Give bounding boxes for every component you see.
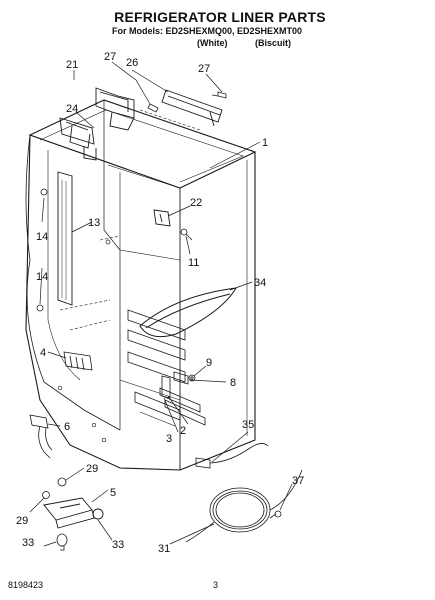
light-housing-5 (43, 497, 104, 529)
callout-27-right: 27 (198, 63, 210, 75)
callout-9: 9 (206, 357, 212, 369)
air-duct-assembly (59, 87, 135, 161)
callout-37: 37 (292, 475, 304, 487)
callout-6: 6 (64, 421, 70, 433)
light-bulb-33-left (56, 533, 68, 551)
callout-26: 26 (126, 57, 138, 69)
callout-22: 22 (190, 197, 202, 209)
callout-35: 35 (242, 419, 254, 431)
lamp-socket-29 (42, 477, 67, 499)
callout-27-left: 27 (104, 51, 116, 63)
screw-27-left (147, 103, 159, 113)
callout-14-upper: 14 (36, 231, 48, 243)
callout-29-left: 29 (16, 515, 28, 527)
callout-4: 4 (40, 347, 46, 359)
grille-4 (63, 351, 93, 371)
callout-14-lower: 14 (36, 271, 48, 283)
callout-33-right: 33 (112, 539, 124, 551)
variant-white-label: (White) (197, 38, 228, 48)
callout-33-left: 33 (22, 537, 34, 549)
models-line: For Models: ED2SHEXMQ00, ED2SHEXMT00 (112, 26, 303, 36)
callout-29-right: 29 (86, 463, 98, 475)
callout-labels: 1 2 3 4 5 6 8 9 11 13 14 14 21 22 24 26 … (16, 51, 304, 555)
callout-31: 31 (158, 543, 170, 555)
document-number: 8198423 (8, 580, 44, 590)
light-cover-34 (139, 287, 237, 338)
callout-2: 2 (180, 425, 186, 437)
bracket-22 (153, 209, 171, 227)
page-title: REFRIGERATOR LINER PARTS (114, 9, 326, 25)
variant-biscuit-label: (Biscuit) (255, 38, 291, 48)
callout-21: 21 (66, 59, 78, 71)
callout-8: 8 (230, 377, 236, 389)
callout-13: 13 (88, 217, 100, 229)
harness-connector-35 (195, 443, 269, 469)
screw-27-right (211, 91, 227, 99)
shelf-support-2-3 (161, 375, 171, 399)
callout-5: 5 (110, 487, 116, 499)
callout-11: 11 (188, 257, 199, 269)
wire-harness-6 (29, 414, 53, 459)
callout-3: 3 (166, 433, 172, 445)
callout-24: 24 (66, 103, 78, 115)
top-trim-strip (161, 89, 223, 127)
liner-drawing (25, 99, 257, 471)
clip-8-9 (173, 371, 196, 385)
callout-34: 34 (254, 277, 266, 289)
tubing-coil-31 (185, 469, 303, 543)
callout-1: 1 (262, 137, 268, 149)
leader-lines (29, 61, 293, 547)
page-number: 3 (213, 580, 219, 590)
screw-11 (180, 228, 193, 241)
screw-37 (269, 510, 282, 519)
